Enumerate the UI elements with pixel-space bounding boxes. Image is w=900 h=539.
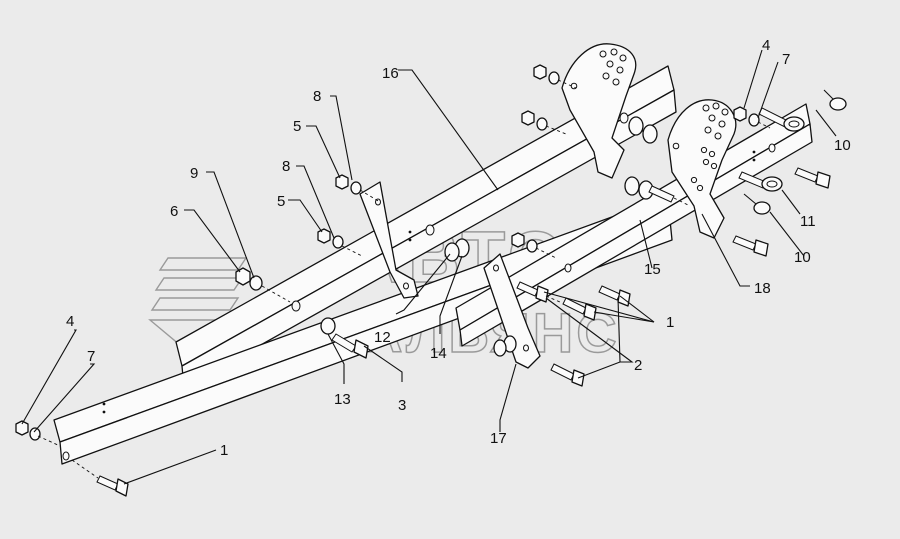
callout-12: 12: [374, 329, 391, 346]
callout-7-right: 7: [782, 51, 790, 68]
callout-5-upper: 5: [293, 118, 301, 135]
nut-washer-6-9: [235, 267, 263, 291]
nut-washer-upper-b: [521, 110, 548, 131]
callout-1-right: 1: [666, 314, 674, 331]
nut-washer-mid: [511, 232, 538, 253]
bracket-18: [667, 99, 737, 239]
bolt-right-b: [732, 235, 769, 257]
spacer-13: [320, 317, 336, 335]
callout-6: 6: [170, 203, 178, 220]
spacer-upper: [624, 116, 658, 200]
callout-4-right: 4: [762, 37, 770, 54]
pin-upper: [758, 107, 805, 132]
callout-10-lower: 10: [794, 249, 811, 266]
bolt-1-lower-left: [96, 475, 129, 497]
callout-16: 16: [382, 65, 399, 82]
bracket-rear: [561, 43, 637, 179]
callout-2: 2: [634, 357, 642, 374]
clip-10-lower: [743, 193, 771, 215]
nut-washer-5-8-a: [335, 174, 362, 195]
bolt-2-b: [550, 363, 585, 387]
callout-14: 14: [430, 345, 447, 362]
spacer-14: [493, 335, 517, 357]
callout-17: 17: [490, 430, 507, 447]
callout-5-lower: 5: [277, 193, 285, 210]
nut-washer-4-7-left: [15, 420, 41, 441]
plate-17: [483, 253, 541, 369]
callout-9: 9: [190, 165, 198, 182]
nut-washer-4-7-right: [733, 106, 760, 127]
callout-1-left: 1: [220, 442, 228, 459]
callout-13: 13: [334, 391, 351, 408]
nut-washer-upper-a: [533, 64, 560, 85]
clip-10-upper: [823, 89, 847, 111]
callout-15: 15: [644, 261, 661, 278]
bolt-3: [331, 333, 369, 359]
callout-11: 11: [800, 213, 816, 230]
nut-washer-5-8-b: [317, 228, 344, 249]
callout-10-upper: 10: [834, 137, 851, 154]
plate-small: [359, 181, 419, 299]
bolt-1-mid-a: [516, 281, 549, 303]
pin-11: [738, 171, 783, 192]
callout-labels: 16 8 5 8 5 9 6 4 7 1 13 3 12 14 17 2 1 1…: [66, 37, 851, 459]
callout-7-left: 7: [87, 348, 95, 365]
callout-4-left: 4: [66, 313, 74, 330]
bolt-1-mid-b: [562, 297, 597, 321]
callout-8-upper: 8: [313, 88, 321, 105]
leader-lines: [21, 49, 837, 485]
bolt-right-a: [794, 167, 831, 189]
bolt-upper-threaded: [648, 185, 675, 203]
callout-3: 3: [398, 397, 406, 414]
callout-18: 18: [754, 280, 771, 297]
assembly-lines: [37, 79, 771, 479]
callout-8-lower: 8: [282, 158, 290, 175]
